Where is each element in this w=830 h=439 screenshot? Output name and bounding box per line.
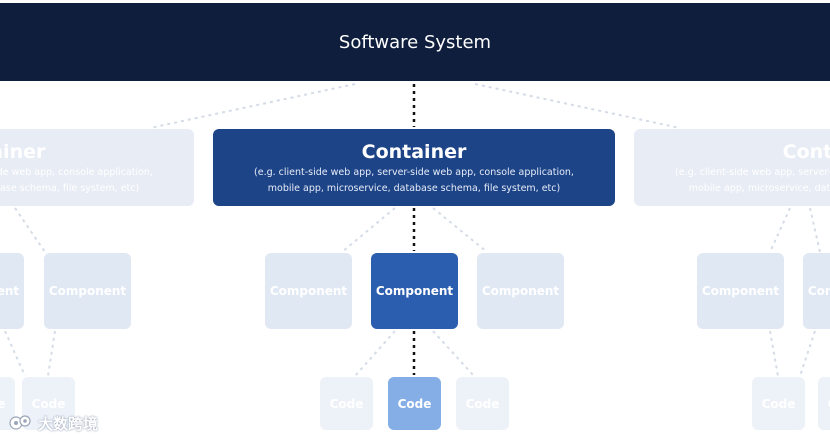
container-description-line-2: mobile app, microservice, database schem…: [688, 182, 830, 194]
component-label: Component: [269, 284, 348, 298]
container-description-line-2: mobile app, microservice, database schem…: [0, 182, 140, 194]
container-title: Container: [361, 140, 467, 163]
code-label: Code: [761, 396, 796, 411]
watermark-text: 大数跨境: [38, 414, 99, 433]
code-label: Code: [828, 397, 830, 411]
container-description-line-1: (e.g. client-side web app, server-side w…: [675, 166, 830, 178]
container-description-line-1: (e.g. client-side web app, server-side w…: [254, 166, 574, 178]
connector-right-code-a: [769, 330, 779, 377]
code-label: Code: [465, 396, 500, 411]
component-box: Component: [265, 253, 352, 329]
code-box: Code: [320, 377, 373, 430]
container-box-main: Container (e.g. client-side web app, ser…: [213, 129, 615, 206]
software-system-box: Software System: [0, 3, 830, 81]
connector-main-component-left: [341, 207, 396, 253]
component-box: Component: [697, 253, 784, 329]
connector-system-right: [474, 83, 681, 129]
container-box-left: Container (e.g. client-side web app, ser…: [0, 129, 194, 206]
container-box-right: Container (e.g. client-side web app, ser…: [634, 129, 830, 206]
connector-main-component-right: [432, 207, 488, 253]
software-system-title: Software System: [338, 31, 492, 53]
container-description-line-1: (e.g. client-side web app, server-side w…: [0, 166, 153, 178]
code-box: Code: [818, 377, 830, 430]
connector-component-code-left: [354, 330, 396, 377]
connector-component-code-right: [432, 330, 475, 377]
connector-right-components-a: [769, 207, 791, 253]
component-label: Component: [701, 284, 780, 298]
component-box-active: Component: [371, 253, 458, 329]
component-box: Component: [803, 253, 830, 329]
connector-right-code-b: [799, 330, 816, 377]
component-label: Component: [48, 284, 127, 298]
watermark-logo-icon: [9, 415, 31, 430]
container-title: Container: [782, 140, 830, 163]
container-description-line-2: mobile app, microservice, database schem…: [267, 182, 561, 194]
component-box: Component: [44, 253, 131, 329]
component-box: Component: [0, 253, 24, 329]
component-label: Component: [0, 284, 20, 298]
watermark: 大数跨境: [8, 410, 98, 436]
connector-left-code-b: [47, 330, 56, 377]
connector-right-components-b: [809, 207, 821, 253]
connector-left-components-a: [14, 207, 46, 253]
code-label: Code: [397, 396, 432, 411]
connector-system-left: [149, 83, 356, 129]
code-box: Code: [0, 377, 15, 430]
code-label: Code: [0, 396, 6, 411]
code-label: Code: [31, 396, 66, 411]
connector-left-code-a: [4, 330, 26, 377]
component-label: Component: [375, 284, 454, 298]
component-box: Component: [477, 253, 564, 329]
code-box: Code: [456, 377, 509, 430]
code-box: Code: [22, 377, 75, 430]
container-title: Container: [0, 140, 46, 163]
component-label: Component: [481, 284, 560, 298]
code-box-active: Code: [388, 377, 441, 430]
component-label: Component: [807, 284, 830, 298]
code-label: Code: [329, 396, 364, 411]
code-box: Code: [752, 377, 805, 430]
